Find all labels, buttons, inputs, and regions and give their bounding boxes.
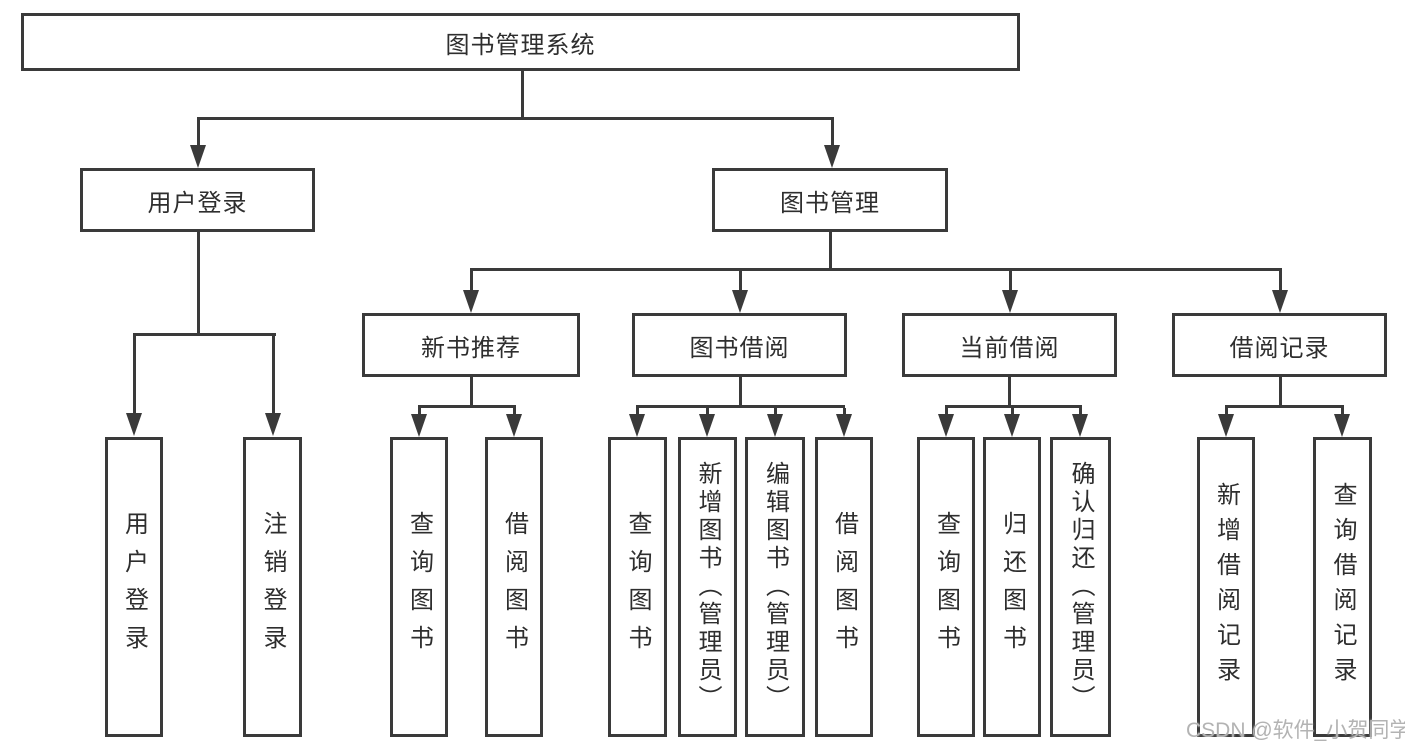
node-book-borrow-label: 图书借阅 bbox=[689, 334, 790, 362]
leaf-logout: 注销登录 bbox=[243, 437, 302, 737]
node-root: 图书管理系统 bbox=[21, 13, 1020, 71]
connector-mgmt-drop-4 bbox=[1279, 271, 1282, 291]
connector-user-drop-right bbox=[272, 336, 275, 414]
connector-user-drop-left bbox=[133, 336, 136, 414]
node-borrow-record-label: 借阅记录 bbox=[1229, 334, 1330, 362]
arrow-down-icon bbox=[265, 413, 281, 436]
connector-mgmt-drop-1 bbox=[470, 271, 473, 291]
connector-user-trunk bbox=[197, 232, 200, 333]
leaf-add-book-admin: 新增图书（管理员） bbox=[678, 437, 737, 737]
arrow-down-icon bbox=[732, 290, 748, 313]
leaf-borrow-book-label: 借阅图书 bbox=[830, 511, 858, 663]
arrow-down-icon bbox=[190, 145, 206, 168]
connector-root-drop-right bbox=[831, 120, 834, 146]
leaf-recommend-query-book: 查询图书 bbox=[390, 437, 448, 737]
arrow-down-icon bbox=[1218, 414, 1234, 437]
connector-record-drop-1 bbox=[1225, 408, 1228, 416]
connector-user-spread bbox=[133, 333, 276, 336]
leaf-confirm-return-admin-label: 确认归还（管理员） bbox=[1067, 461, 1094, 713]
connector-record-trunk bbox=[1279, 376, 1282, 405]
connector-mgmt-drop-2 bbox=[739, 271, 742, 291]
connector-current-drop-1 bbox=[945, 408, 948, 416]
leaf-current-query-book-label: 查询图书 bbox=[932, 511, 960, 663]
node-user-login-label: 用户登录 bbox=[147, 189, 248, 217]
connector-borrow-drop-3 bbox=[774, 408, 777, 416]
node-borrow-record: 借阅记录 bbox=[1172, 313, 1387, 377]
arrow-down-icon bbox=[463, 290, 479, 313]
leaf-recommend-borrow-book: 借阅图书 bbox=[485, 437, 543, 737]
leaf-edit-book-admin-label: 编辑图书（管理员） bbox=[761, 461, 789, 713]
connector-recommend-drop-1 bbox=[418, 408, 421, 416]
arrow-down-icon bbox=[411, 414, 427, 437]
connector-mgmt-trunk bbox=[829, 232, 832, 268]
leaf-add-borrow-record: 新增借阅记录 bbox=[1197, 437, 1255, 737]
leaf-edit-book-admin: 编辑图书（管理员） bbox=[745, 437, 805, 737]
connector-root-spread bbox=[197, 117, 834, 120]
connector-recommend-spread bbox=[418, 405, 516, 408]
node-root-label: 图书管理系统 bbox=[445, 31, 596, 59]
connector-borrow-drop-2 bbox=[706, 408, 709, 416]
connector-borrow-drop-1 bbox=[636, 408, 639, 416]
node-user-login: 用户登录 bbox=[80, 168, 315, 232]
connector-current-spread bbox=[945, 405, 1082, 408]
arrow-down-icon bbox=[1004, 414, 1020, 437]
connector-current-drop-3 bbox=[1079, 408, 1082, 416]
leaf-recommend-borrow-book-label: 借阅图书 bbox=[500, 511, 528, 663]
leaf-user-login: 用户登录 bbox=[105, 437, 163, 737]
leaf-recommend-query-book-label: 查询图书 bbox=[405, 511, 433, 663]
leaf-add-borrow-record-label: 新增借阅记录 bbox=[1212, 482, 1240, 692]
arrow-down-icon bbox=[629, 414, 645, 437]
node-book-borrow: 图书借阅 bbox=[632, 313, 847, 377]
node-book-management-label: 图书管理 bbox=[780, 189, 880, 217]
leaf-logout-label: 注销登录 bbox=[259, 511, 286, 663]
csdn-watermark: CSDN @软件_小贺同学 bbox=[1186, 719, 1405, 742]
arrow-down-icon bbox=[767, 414, 783, 437]
leaf-query-borrow-record-label: 查询借阅记录 bbox=[1329, 482, 1356, 692]
node-current-borrow: 当前借阅 bbox=[902, 313, 1117, 377]
leaf-borrow-query-book-label: 查询图书 bbox=[624, 511, 651, 663]
connector-root-drop-left bbox=[197, 120, 200, 146]
leaf-add-book-admin-label: 新增图书（管理员） bbox=[694, 461, 721, 713]
connector-mgmt-drop-3 bbox=[1009, 271, 1012, 291]
connector-current-drop-2 bbox=[1011, 408, 1014, 416]
leaf-borrow-book: 借阅图书 bbox=[815, 437, 873, 737]
arrow-down-icon bbox=[699, 414, 715, 437]
leaf-user-login-label: 用户登录 bbox=[120, 511, 148, 663]
connector-recommend-drop-2 bbox=[513, 408, 516, 416]
leaf-return-book-label: 归还图书 bbox=[998, 511, 1026, 663]
connector-recommend-trunk bbox=[470, 376, 473, 405]
connector-mgmt-spread bbox=[470, 268, 1282, 271]
arrow-down-icon bbox=[506, 414, 522, 437]
arrow-down-icon bbox=[836, 414, 852, 437]
node-book-management: 图书管理 bbox=[712, 168, 948, 232]
node-current-borrow-label: 当前借阅 bbox=[959, 334, 1060, 362]
arrow-down-icon bbox=[1334, 414, 1350, 437]
leaf-query-borrow-record: 查询借阅记录 bbox=[1313, 437, 1372, 737]
leaf-return-book: 归还图书 bbox=[983, 437, 1041, 737]
arrow-down-icon bbox=[1072, 414, 1088, 437]
leaf-confirm-return-admin: 确认归还（管理员） bbox=[1050, 437, 1111, 737]
arrow-down-icon bbox=[126, 413, 142, 436]
node-new-book-recommend: 新书推荐 bbox=[362, 313, 580, 377]
connector-borrow-drop-4 bbox=[843, 408, 846, 416]
arrow-down-icon bbox=[1002, 290, 1018, 313]
connector-borrow-trunk bbox=[739, 376, 742, 405]
node-new-book-recommend-label: 新书推荐 bbox=[421, 334, 521, 362]
arrow-down-icon bbox=[938, 414, 954, 437]
leaf-current-query-book: 查询图书 bbox=[917, 437, 975, 737]
connector-borrow-spread bbox=[636, 405, 845, 408]
leaf-borrow-query-book: 查询图书 bbox=[608, 437, 667, 737]
connector-record-spread bbox=[1225, 405, 1344, 408]
arrow-down-icon bbox=[1272, 290, 1288, 313]
connector-record-drop-2 bbox=[1341, 408, 1344, 416]
connector-current-trunk bbox=[1008, 376, 1011, 405]
arrow-down-icon bbox=[824, 145, 840, 168]
connector-root-trunk bbox=[521, 70, 524, 119]
